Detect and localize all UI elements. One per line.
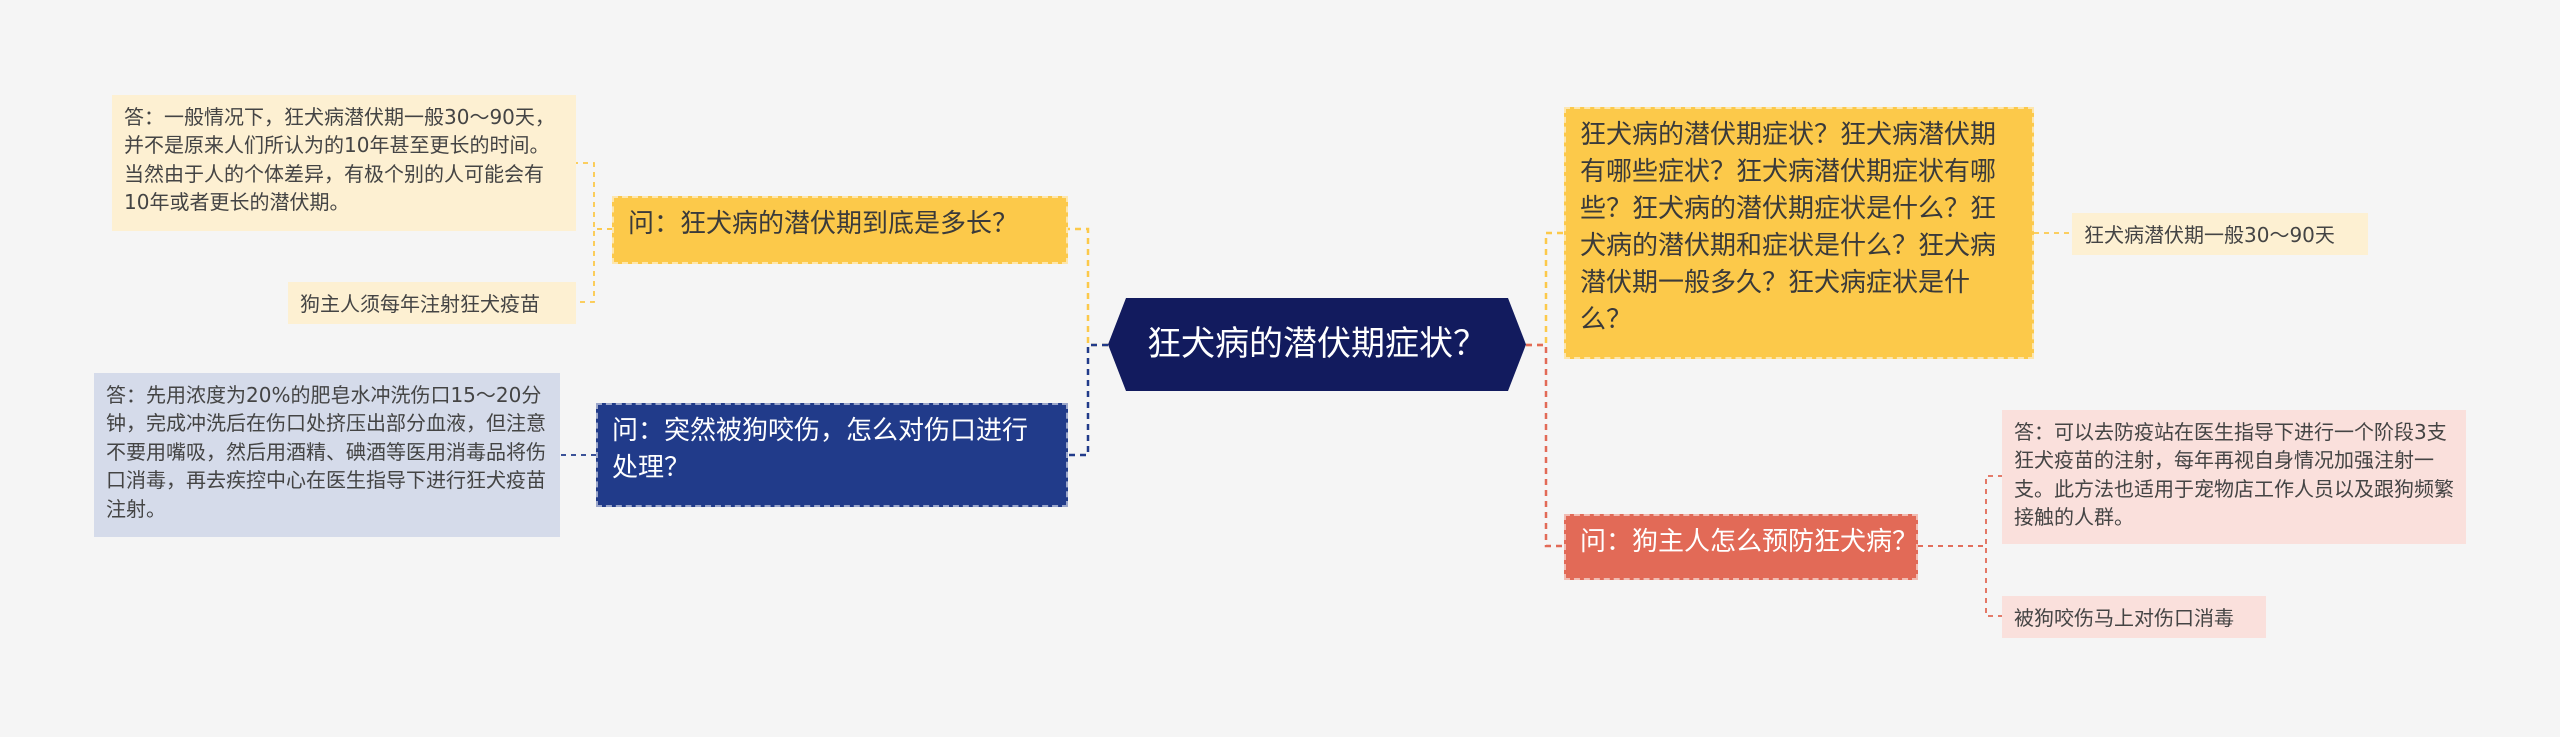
question-incubation-length[interactable]: 问：狂犬病的潜伏期到底是多长？ (612, 196, 1068, 264)
answer-text: 答：可以去防疫站在医生指导下进行一个阶段3支狂犬疫苗的注射，每年再视自身情况加强… (2014, 420, 2454, 530)
answer-incubation-length[interactable]: 答：一般情况下，狂犬病潜伏期一般30～90天，并不是原来人们所认为的10年甚至更… (112, 95, 576, 231)
answer-prevention[interactable]: 答：可以去防疫站在医生指导下进行一个阶段3支狂犬疫苗的注射，每年再视自身情况加强… (2002, 410, 2466, 544)
connector-q1-answer (576, 162, 612, 230)
question-wound-treatment[interactable]: 问：突然被狗咬伤，怎么对伤口进行处理？ (596, 403, 1068, 507)
question-symptoms[interactable]: 狂犬病的潜伏期症状？狂犬病潜伏期有哪些症状？狂犬病潜伏期症状有哪些？狂犬病的潜伏… (1564, 107, 2034, 359)
answer-text: 答：一般情况下，狂犬病潜伏期一般30～90天，并不是原来人们所认为的10年甚至更… (124, 105, 555, 215)
answer-symptoms[interactable]: 狂犬病潜伏期一般30～90天 (2072, 213, 2368, 255)
connector-q4-answer (1918, 475, 2002, 547)
answer-text: 狂犬病潜伏期一般30～90天 (2084, 223, 2335, 247)
question-label: 问：狗主人怎么预防狂犬病？ (1580, 527, 1919, 557)
question-label: 狂犬病的潜伏期症状？狂犬病潜伏期有哪些症状？狂犬病潜伏期症状有哪些？狂犬病的潜伏… (1580, 120, 1997, 335)
question-prevention[interactable]: 问：狗主人怎么预防狂犬病？ (1564, 514, 1918, 580)
note-text: 狗主人须每年注射狂犬疫苗 (300, 292, 540, 316)
root-title: 狂犬病的潜伏期症状？ (1147, 324, 1487, 365)
connector-root-q4 (1526, 343, 1564, 548)
connector-q4-note (1918, 545, 2002, 617)
root-topic[interactable]: 狂犬病的潜伏期症状？ (1108, 298, 1526, 391)
connector-root-q3 (1526, 231, 1564, 347)
answer-text: 答：先用浓度为20%的肥皂水冲洗伤口15～20分钟，完成冲洗后在伤口处挤压出部分… (106, 383, 546, 521)
connector-q1-note (576, 228, 612, 303)
question-label: 问：突然被狗咬伤，怎么对伤口进行处理？ (612, 416, 1029, 483)
answer-wound-treatment[interactable]: 答：先用浓度为20%的肥皂水冲洗伤口15～20分钟，完成冲洗后在伤口处挤压出部分… (94, 373, 560, 537)
connector-root-q2 (1068, 343, 1108, 457)
connector-root-q1 (1068, 227, 1108, 347)
note-disinfect-wound[interactable]: 被狗咬伤马上对伤口消毒 (2002, 596, 2266, 638)
note-text: 被狗咬伤马上对伤口消毒 (2014, 606, 2234, 630)
note-annual-vaccine[interactable]: 狗主人须每年注射狂犬疫苗 (288, 282, 576, 324)
question-label: 问：狂犬病的潜伏期到底是多长？ (628, 209, 1019, 239)
